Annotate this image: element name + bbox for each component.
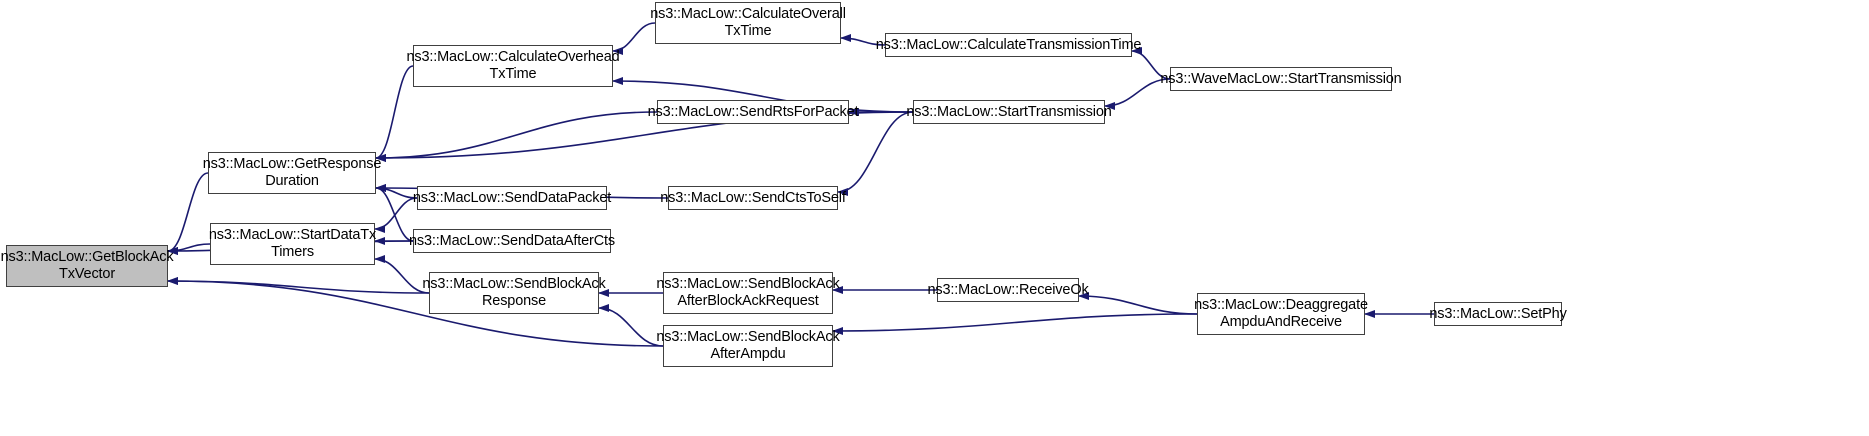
graph-node-label: ns3::MacLow::SendBlockAck AfterBlockAckR… bbox=[656, 276, 840, 309]
graph-node-label: ns3::MacLow::StartTransmission bbox=[906, 103, 1112, 120]
graph-node-label: ns3::MacLow::SendDataPacket bbox=[412, 189, 612, 206]
graph-edge bbox=[832, 313, 1198, 335]
graph-node-label: ns3::MacLow::SendCtsToSelf bbox=[660, 189, 846, 206]
graph-edge bbox=[1078, 292, 1198, 315]
graph-node-send_block_ack_after_block_ack_request[interactable]: ns3::MacLow::SendBlockAck AfterBlockAckR… bbox=[656, 272, 840, 314]
graph-edge bbox=[837, 111, 914, 196]
graph-node-label: ns3::MacLow::SendBlockAck Response bbox=[422, 276, 606, 309]
graph-node-label: ns3::MacLow::SendBlockAck AfterAmpdu bbox=[656, 329, 840, 362]
graph-edge bbox=[167, 277, 430, 294]
graph-node-calculate_transmission_time[interactable]: ns3::MacLow::CalculateTransmissionTime bbox=[876, 33, 1141, 57]
graph-node-send_data_packet[interactable]: ns3::MacLow::SendDataPacket bbox=[413, 186, 611, 210]
graph-node-label: ns3::MacLow::GetBlockAck TxVector bbox=[0, 249, 174, 282]
graph-node-label: ns3::MacLow::Deaggregate AmpduAndReceive bbox=[1194, 297, 1368, 330]
graph-node-label: ns3::MacLow::CalculateTransmissionTime bbox=[875, 36, 1142, 53]
graph-node-label: ns3::MacLow::SendDataAfterCts bbox=[409, 232, 615, 249]
graph-node-send_block_ack_after_ampdu[interactable]: ns3::MacLow::SendBlockAck AfterAmpdu bbox=[656, 325, 840, 367]
graph-node-set_phy[interactable]: ns3::MacLow::SetPhy bbox=[1429, 302, 1567, 326]
graph-node-label: ns3::MacLow::StartDataTx Timers bbox=[208, 227, 377, 260]
graph-node-send_cts_to_self[interactable]: ns3::MacLow::SendCtsToSelf bbox=[660, 186, 846, 210]
graph-node-label: ns3::WaveMacLow::StartTransmission bbox=[1160, 70, 1402, 87]
graph-node-calculate_overall_tx_time[interactable]: ns3::MacLow::CalculateOverall TxTime bbox=[650, 2, 846, 44]
graph-node-label: ns3::MacLow::SendRtsForPacket bbox=[647, 103, 859, 120]
graph-node-label: ns3::MacLow::GetResponse Duration bbox=[202, 156, 382, 189]
graph-node-start_data_tx_timers[interactable]: ns3::MacLow::StartDataTx Timers bbox=[209, 223, 376, 265]
graph-node-start_transmission[interactable]: ns3::MacLow::StartTransmission bbox=[906, 100, 1112, 124]
graph-node-label: ns3::MacLow::SetPhy bbox=[1429, 305, 1567, 322]
graph-node-receive_ok[interactable]: ns3::MacLow::ReceiveOk bbox=[927, 278, 1089, 302]
graph-node-send_rts_for_packet[interactable]: ns3::MacLow::SendRtsForPacket bbox=[648, 100, 859, 124]
graph-node-deaggregate_ampdu_and_receive[interactable]: ns3::MacLow::Deaggregate AmpduAndReceive bbox=[1194, 293, 1368, 335]
graph-node-get_response_duration[interactable]: ns3::MacLow::GetResponse Duration bbox=[203, 152, 381, 194]
graph-node-send_data_after_cts[interactable]: ns3::MacLow::SendDataAfterCts bbox=[409, 229, 615, 253]
graph-node-calculate_overhead_tx_time[interactable]: ns3::MacLow::CalculateOverhead TxTime bbox=[406, 45, 620, 87]
graph-node-wave_start_transmission[interactable]: ns3::WaveMacLow::StartTransmission bbox=[1160, 67, 1402, 91]
graph-node-label: ns3::MacLow::ReceiveOk bbox=[927, 281, 1089, 298]
graph-edge bbox=[375, 111, 658, 162]
graph-node-get_block_ack_tx_vector[interactable]: ns3::MacLow::GetBlockAck TxVector bbox=[1, 245, 174, 287]
graph-node-send_block_ack_response[interactable]: ns3::MacLow::SendBlockAck Response bbox=[422, 272, 606, 314]
graph-node-label: ns3::MacLow::CalculateOverhead TxTime bbox=[406, 49, 620, 82]
graph-node-label: ns3::MacLow::CalculateOverall TxTime bbox=[650, 6, 846, 39]
